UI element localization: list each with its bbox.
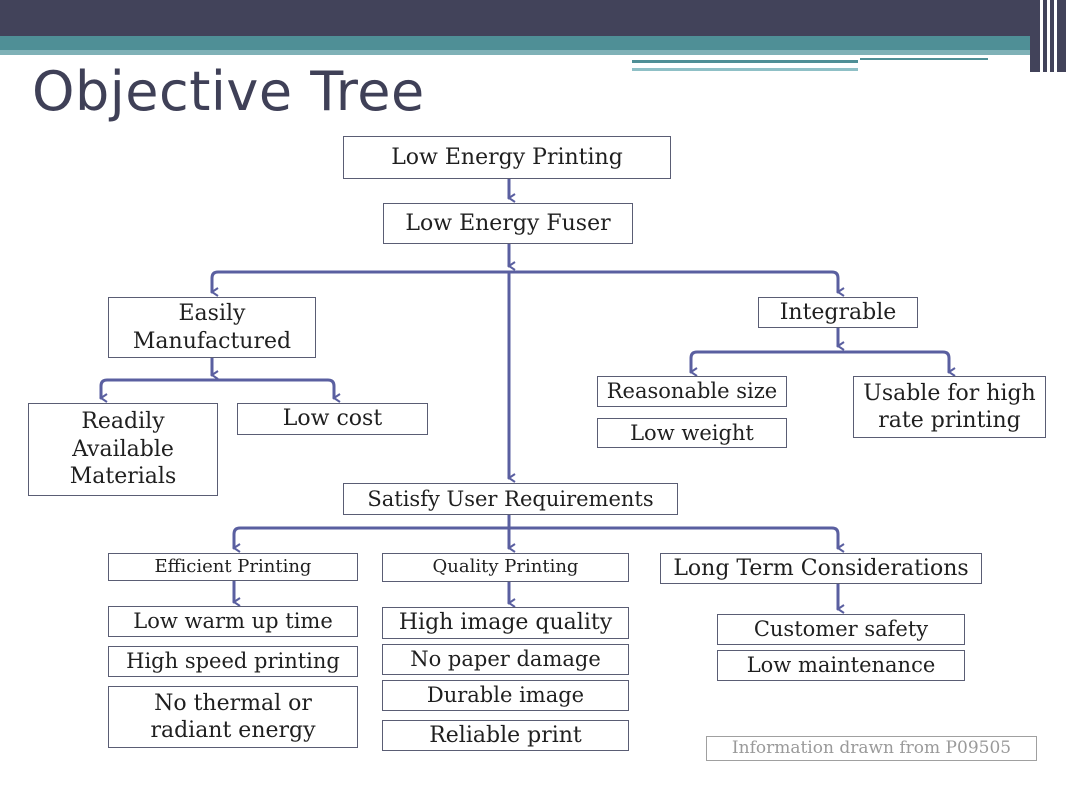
edge-em-bar [99,378,336,399]
slide-title: Objective Tree [32,60,425,123]
node-efficient-printing: Efficient Printing [108,553,358,581]
node-long-term-considerations: Long Term Considerations [660,553,982,584]
node-satisfy-user-requirements: Satisfy User Requirements [343,483,678,515]
node-low-energy-printing: Low Energy Printing [343,136,671,179]
node-high-image-quality: High image quality [382,607,629,639]
node-reasonable-size: Reasonable size [597,376,787,407]
source-note: Information drawn from P09505 [706,736,1037,761]
header-corner-stripe [1047,0,1050,72]
header-corner-stripe [1054,0,1057,72]
node-customer-safety: Customer safety [717,614,965,645]
node-integrable: Integrable [758,297,918,328]
node-quality-printing: Quality Printing [382,553,629,582]
header-corner-stripe [1040,0,1043,72]
edge-int-bar [689,350,951,373]
node-no-thermal-radiant-energy: No thermal or radiant energy [108,686,358,748]
node-high-speed-printing: High speed printing [108,646,358,677]
header-accent-line [632,68,858,71]
node-low-energy-fuser: Low Energy Fuser [383,203,633,244]
node-no-paper-damage: No paper damage [382,644,629,675]
node-durable-image: Durable image [382,680,629,711]
node-low-maintenance: Low maintenance [717,650,965,681]
node-low-cost: Low cost [237,403,428,435]
header-accent-line [632,60,858,63]
header-band-teal [0,36,1066,50]
node-usable-high-rate: Usable for high rate printing [853,376,1046,438]
node-readily-available-materials: Readily Available Materials [28,403,218,496]
edge-sur-bar [232,526,840,549]
header-accent-line [860,58,988,60]
header-band-light [0,50,1066,55]
node-low-weight: Low weight [597,418,787,448]
node-low-warm-up-time: Low warm up time [108,606,358,637]
header-band-dark [0,0,1066,36]
node-reliable-print: Reliable print [382,720,629,751]
edge-level2-bar [210,270,840,293]
node-easily-manufactured: Easily Manufactured [108,297,316,358]
